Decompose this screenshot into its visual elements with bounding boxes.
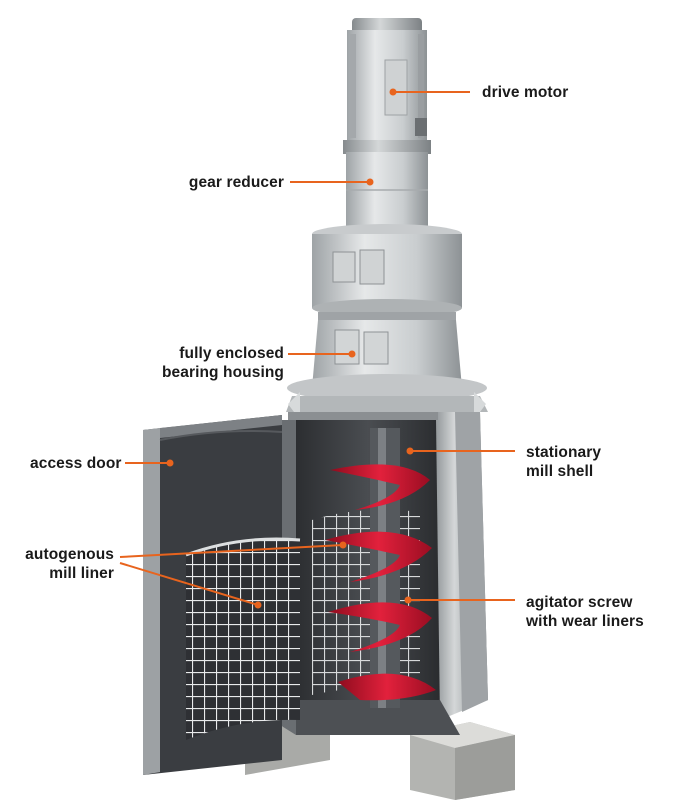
label-bearing-housing-line1: fully enclosed [179, 345, 284, 362]
door-mill-liner [185, 537, 301, 740]
label-access-door: access door [30, 455, 122, 472]
label-mill-liner-line2: mill liner [49, 565, 114, 582]
leader-lines [119, 88, 515, 609]
bearing-housing [286, 224, 488, 420]
drive-motor [347, 18, 427, 142]
label-stationary-shell-line1: stationary [526, 444, 602, 461]
leader-liner-upper [119, 544, 344, 558]
stationary-mill-shell [288, 412, 488, 720]
label-bearing-housing-line2: bearing housing [161, 364, 284, 381]
gear-reducer [343, 140, 431, 230]
label-drive-motor: drive motor [482, 84, 569, 101]
label-gear-reducer: gear reducer [188, 174, 284, 191]
label-agitator-line2: with wear liners [526, 613, 644, 630]
label-agitator-line1: agitator screw [526, 594, 633, 611]
agitator-screw [325, 428, 436, 708]
label-mill-liner-line1: autogenous [25, 546, 114, 563]
label-stationary-shell-line2: mill shell [526, 463, 594, 480]
leader-liner-lower [119, 562, 259, 606]
